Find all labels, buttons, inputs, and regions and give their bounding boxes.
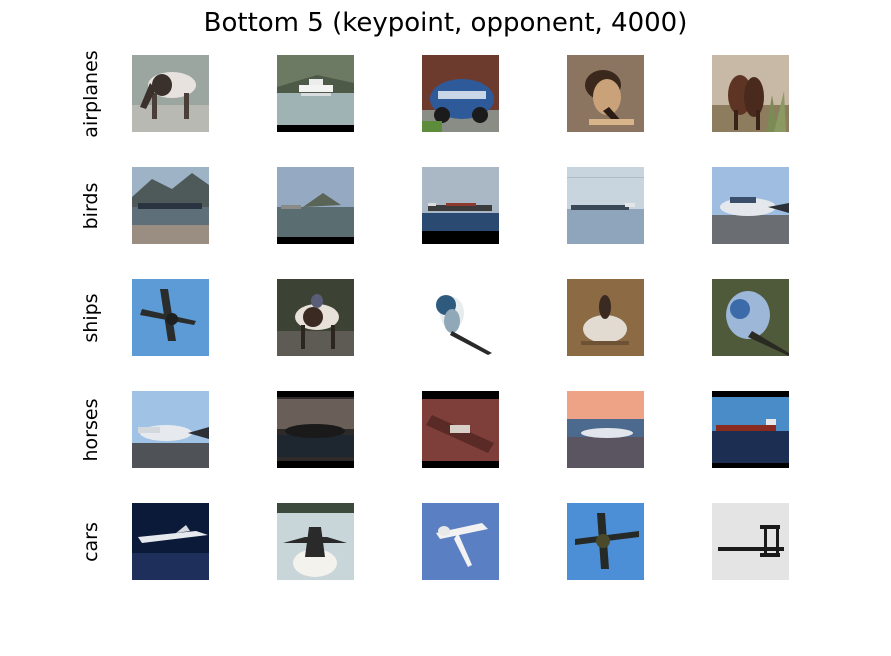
thumbnail-image (422, 167, 499, 244)
thumbnail-image (132, 503, 209, 580)
thumbnail-image (712, 391, 789, 468)
thumbnail-image (567, 167, 644, 244)
thumbnail-image (277, 391, 354, 468)
thumbnail-image (277, 55, 354, 132)
thumbnail-image (567, 503, 644, 580)
thumbnail-image (422, 503, 499, 580)
thumbnail-image (132, 55, 209, 132)
thumbnail-image (567, 279, 644, 356)
thumbnail-image (277, 167, 354, 244)
thumbnail-image (567, 55, 644, 132)
thumbnail-image (712, 279, 789, 356)
figure-title: Bottom 5 (keypoint, opponent, 4000) (203, 8, 688, 38)
thumbnail-image (422, 279, 499, 356)
thumbnail-image (422, 391, 499, 468)
row-label-cars: cars (80, 521, 102, 562)
thumbnail-image (712, 167, 789, 244)
thumbnail-image (132, 167, 209, 244)
thumbnail-image (712, 503, 789, 580)
thumbnail-image (277, 503, 354, 580)
thumbnail-image (567, 391, 644, 468)
thumbnail-image (422, 55, 499, 132)
thumbnail-image (132, 391, 209, 468)
thumbnail-image (277, 279, 354, 356)
thumbnail-image (132, 279, 209, 356)
thumbnail-image (712, 55, 789, 132)
